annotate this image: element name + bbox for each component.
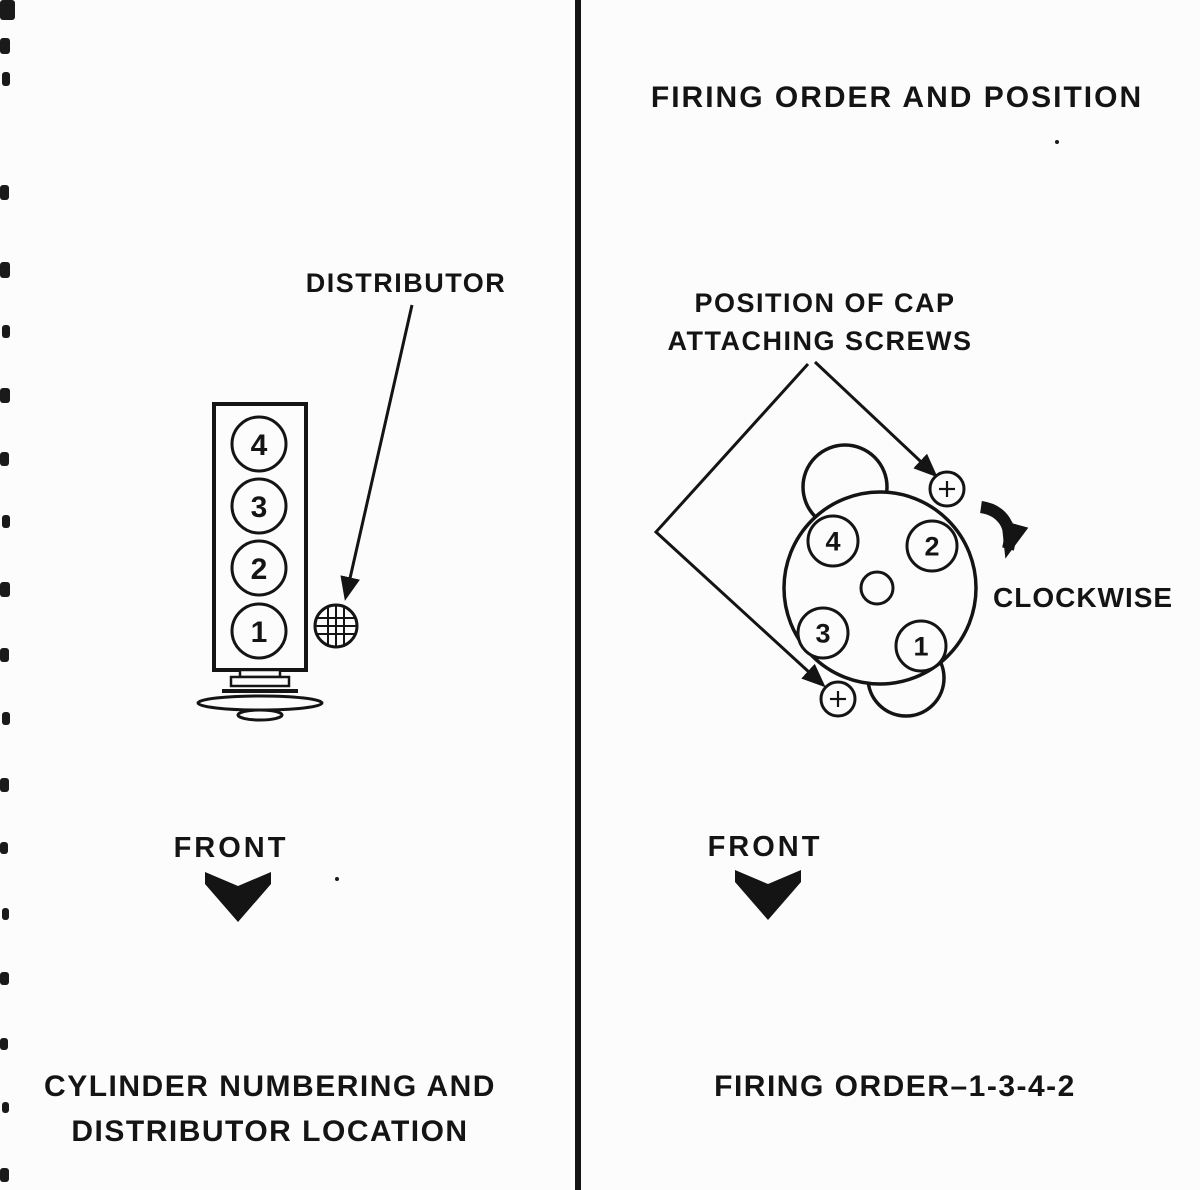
right-panel-title: FIRING ORDER AND POSITION xyxy=(651,81,1143,114)
front-arrow-icon xyxy=(205,872,271,922)
screw-label-line2: ATTACHING SCREWS xyxy=(668,326,973,356)
crank-pulley xyxy=(196,668,324,722)
terminal-number: 1 xyxy=(913,632,928,662)
distributor-label: DISTRIBUTOR xyxy=(306,268,507,298)
distributor-icon xyxy=(313,603,359,649)
clockwise-label: CLOCKWISE xyxy=(993,582,1173,613)
terminal-number: 2 xyxy=(924,532,939,562)
clockwise-arrow-icon xyxy=(979,501,1029,559)
terminal-circle xyxy=(894,619,948,673)
left-caption-line2: DISTRIBUTOR LOCATION xyxy=(71,1115,468,1148)
cap-screw-icon xyxy=(819,680,857,718)
distributor-cap: 4 2 3 1 xyxy=(782,443,978,718)
cylinder-number: 1 xyxy=(251,616,268,649)
cylinder-circle xyxy=(230,539,288,597)
cylinder-number: 3 xyxy=(251,491,268,524)
terminal-circle xyxy=(806,514,860,568)
screw-pointer-arrow-top-icon xyxy=(813,360,938,478)
distributor-pointer-arrow-icon xyxy=(340,304,414,601)
cylinder-circle xyxy=(230,602,288,660)
terminal-number: 4 xyxy=(825,527,840,557)
engine-block: 4 3 2 1 xyxy=(212,402,308,672)
front-label: FRONT xyxy=(174,832,289,864)
cylinder-number: 4 xyxy=(251,429,268,462)
cylinder-circle xyxy=(230,415,288,473)
cap-screw-icon xyxy=(928,470,966,508)
right-panel: FIRING ORDER AND POSITION POSITION OF CA… xyxy=(651,81,1173,1103)
screw-pointer-arrow-bottom-icon xyxy=(653,362,826,688)
rotor-center-circle xyxy=(859,570,895,606)
front-arrow-icon xyxy=(735,870,801,920)
terminal-number: 3 xyxy=(815,619,830,649)
scan-artifacts xyxy=(0,0,1059,1182)
terminal-circle xyxy=(905,519,959,573)
screw-label-line1: POSITION OF CAP xyxy=(694,288,955,318)
terminal-circle xyxy=(796,606,850,660)
firing-order-caption: FIRING ORDER–1-3-4-2 xyxy=(714,1070,1076,1103)
front-label: FRONT xyxy=(708,831,823,863)
cylinder-circle xyxy=(230,477,288,535)
cylinder-number: 2 xyxy=(251,553,268,586)
left-panel: DISTRIBUTOR 4 3 2 1 xyxy=(44,268,507,1148)
panel-divider xyxy=(575,0,581,1190)
left-caption-line1: CYLINDER NUMBERING AND xyxy=(44,1070,496,1103)
